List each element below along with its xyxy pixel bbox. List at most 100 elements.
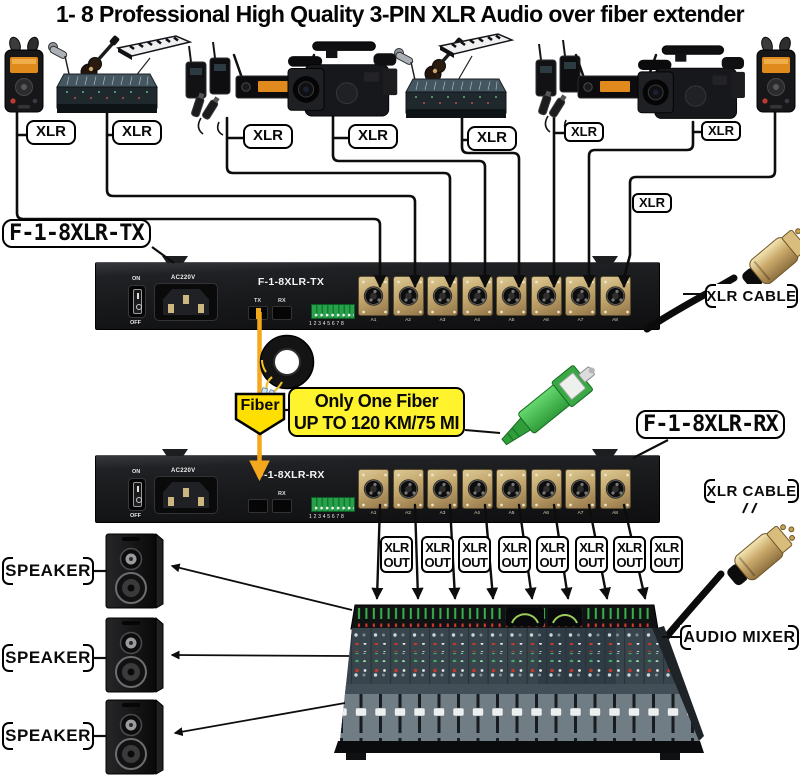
xlr-plugs-icon (190, 91, 224, 136)
xlr-port-row: A1 A2 A3 A4 A5 A6 A7 A8 (358, 276, 631, 323)
wireless-set-right (535, 39, 658, 134)
xlr-port: A1 (358, 469, 389, 516)
unit-model-label: F-1-8XLR-RX (257, 469, 325, 481)
rx-xlr-cable (659, 501, 800, 645)
page-title: 1- 8 Professional High Quality 3-PIN XLR… (55, 1, 745, 27)
rack-ear (592, 449, 618, 456)
xlr-port-icon (461, 469, 493, 509)
xlr-port-row: A1 A2 A3 A4 A5 A6 A7 A8 (358, 469, 631, 516)
tx-callout: F-1-8XLR-TX (2, 219, 151, 248)
xlr-port-icon (530, 276, 562, 316)
audio-mixer-icon (334, 604, 704, 760)
xlr-label-6: XLR (564, 122, 604, 143)
tx-unit: ON OFF AC220V F-1-8XLR-TX TX RX 1 2 3 4 … (95, 256, 660, 330)
fiber-port-out (272, 499, 292, 513)
xlr-label-3: XLR (243, 124, 293, 149)
xlr-port: A6 (530, 276, 562, 323)
terminal-block (311, 304, 355, 319)
wireless-set-left (185, 41, 316, 136)
unit-model-label: F-1-8XLR-TX (257, 276, 325, 288)
video-camera-icon (637, 45, 746, 119)
power-off-label: OFF (130, 513, 141, 519)
terminal-numbers: 1 2 3 4 5 6 7 8 (309, 514, 344, 520)
power-on-label: ON (132, 276, 141, 282)
xlr-port-icon (496, 469, 527, 509)
xlr-label-5: XLR (467, 126, 517, 151)
rack-ear (592, 256, 618, 263)
xlr-port-icon (565, 469, 596, 509)
mixing-console-icon (405, 78, 507, 119)
power-off-label: OFF (130, 320, 141, 326)
speaker-label-2: SPEAKER (2, 644, 94, 672)
fiber-port-tx-label: TX (254, 298, 262, 304)
ac-inlet (154, 476, 218, 514)
mixing-console-icon (56, 73, 158, 114)
xlr-port: A8 (599, 469, 631, 516)
xlr-label-4: XLR (348, 124, 398, 149)
xlr-port-icon (358, 469, 389, 509)
xlr-label-7: XLR (701, 121, 741, 142)
fiber-plug (256, 308, 261, 319)
xlr-cable-label-rx: XLR CABLE (704, 479, 799, 503)
speaker-icon (105, 699, 164, 775)
wireless-bodypack-icon (185, 41, 231, 99)
xlr-port: A5 (496, 276, 527, 323)
xlr-port-icon (599, 469, 631, 509)
audio-recorder-icon (756, 35, 796, 113)
rack-ear (162, 256, 188, 263)
xlr-port-icon (392, 469, 424, 509)
speaker-label-3: SPEAKER (2, 722, 94, 750)
xlr-port: A7 (565, 469, 596, 516)
power-switch (128, 478, 146, 511)
fiber-port-rx-label: RX (278, 298, 286, 304)
audio-recorder-icon (4, 35, 44, 113)
electric-guitar-icon (79, 33, 122, 82)
xlr-port: A4 (461, 469, 493, 516)
electric-guitar-icon (423, 35, 466, 84)
xlr-port: A6 (530, 469, 562, 516)
xlr-port: A4 (461, 276, 493, 323)
microphone-icon (393, 47, 416, 81)
wireless-receiver-icon (574, 53, 658, 100)
xlr-port: A2 (392, 276, 424, 323)
xlr-port: A1 (358, 276, 389, 323)
speaker-icon (105, 617, 164, 693)
rack-ear (162, 449, 188, 456)
xlr-port-icon (392, 276, 424, 316)
xlr-port: A3 (427, 276, 458, 323)
audio-mixer-label: AUDIO MIXER (680, 625, 799, 650)
xlr-port-icon (358, 276, 389, 316)
xlr-port: A5 (496, 469, 527, 516)
xlr-port-icon (427, 469, 458, 509)
wireless-receiver-icon (232, 53, 316, 100)
xlr-cable-label-tx: XLR CABLE (705, 284, 798, 308)
fiber-note-line2: UP TO 120 KM/75 MI (293, 413, 460, 433)
fiber-port-rx (272, 306, 292, 320)
video-camera-icon (287, 41, 398, 117)
band-setup-right (393, 32, 514, 119)
power-switch (128, 285, 146, 318)
ac-inlet (154, 283, 218, 321)
band-setup-left (47, 33, 192, 114)
xlr-port-icon (530, 469, 562, 509)
fiber-note-line1: Only One Fiber (314, 391, 439, 411)
speakers (94, 533, 353, 775)
terminal-block (311, 497, 355, 512)
gold-xlr-connector-icon (721, 515, 800, 592)
terminal-numbers: 1 2 3 4 5 6 7 8 (309, 321, 344, 327)
fiber-port-tx (248, 306, 268, 320)
xlr-port: A2 (392, 469, 424, 516)
fiber-connector-icon (501, 365, 595, 446)
xlr-port-icon (461, 276, 493, 316)
xlr-label-8: XLR (632, 193, 672, 214)
xlr-label-2: XLR (112, 120, 162, 145)
xlr-port-icon (427, 276, 458, 316)
xlr-port-icon (496, 276, 527, 316)
rx-callout: F-1-8XLR-RX (636, 410, 785, 439)
